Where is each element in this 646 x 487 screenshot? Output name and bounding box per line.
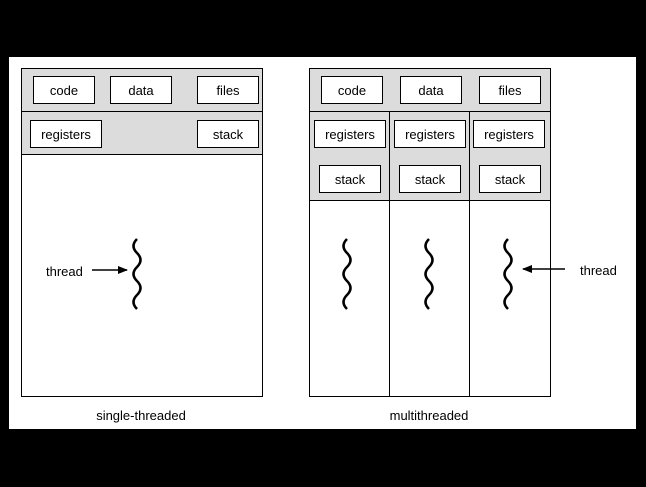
single-stack-box: stack	[197, 120, 259, 148]
diagram-canvas: code data files registers stack thread s…	[9, 57, 636, 429]
single-thread-squiggle	[132, 238, 142, 310]
single-caption: single-threaded	[96, 408, 186, 423]
multithreaded-process: code data files registers stack register…	[309, 68, 551, 397]
thread-2-registers-box: registers	[394, 120, 466, 148]
thread-3-squiggle	[503, 238, 513, 310]
single-threaded-process: code data files registers stack	[21, 68, 263, 397]
thread-1-stack-box: stack	[319, 165, 381, 193]
thread-1-registers-box: registers	[314, 120, 386, 148]
thread-2-stack-box: stack	[399, 165, 461, 193]
thread-3-stack-box: stack	[479, 165, 541, 193]
single-code-box: code	[33, 76, 95, 104]
single-data-box: data	[110, 76, 172, 104]
thread-3-registers-box: registers	[473, 120, 545, 148]
multi-data-box: data	[400, 76, 462, 104]
single-files-box: files	[197, 76, 259, 104]
multi-thread-label: thread	[580, 263, 617, 278]
thread-1-squiggle	[342, 238, 352, 310]
thread-divider	[389, 112, 390, 396]
single-registers-box: registers	[30, 120, 102, 148]
multi-code-box: code	[321, 76, 383, 104]
thread-graphics	[92, 238, 565, 310]
single-thread-label: thread	[46, 264, 83, 279]
multi-caption: multithreaded	[389, 408, 469, 423]
thread-2-squiggle	[424, 238, 434, 310]
thread-divider	[469, 112, 470, 396]
multi-files-box: files	[479, 76, 541, 104]
